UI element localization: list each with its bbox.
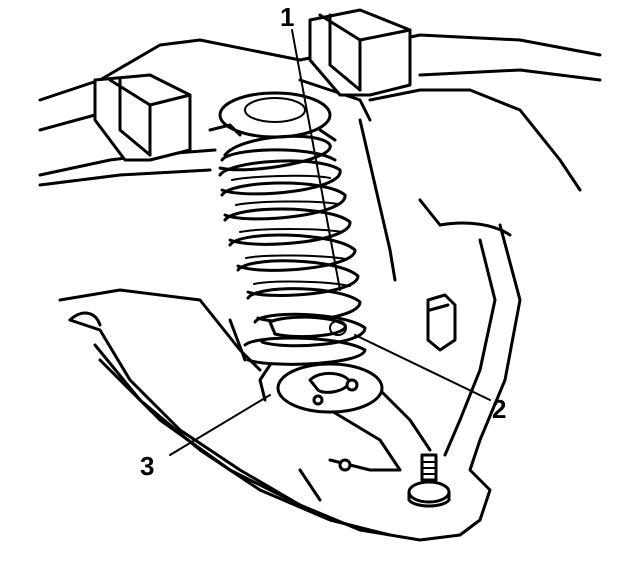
ball-stud <box>407 453 451 508</box>
leader-lines <box>169 29 491 456</box>
callout-3: 3 <box>140 451 154 481</box>
callout-2: 2 <box>492 394 506 424</box>
leader-line-2 <box>354 334 491 401</box>
frame-outline <box>38 33 602 282</box>
leader-line-3 <box>169 394 271 456</box>
right-bracket <box>308 8 412 97</box>
coil-spring <box>218 134 367 366</box>
callout-1: 1 <box>280 2 294 32</box>
bushing-bracket <box>426 293 457 352</box>
upper-spring-seat <box>208 91 337 142</box>
left-bracket <box>93 73 192 162</box>
leader-line-1 <box>291 29 341 291</box>
lower-control-arm <box>58 198 522 542</box>
lower-spring-seat <box>276 362 384 472</box>
